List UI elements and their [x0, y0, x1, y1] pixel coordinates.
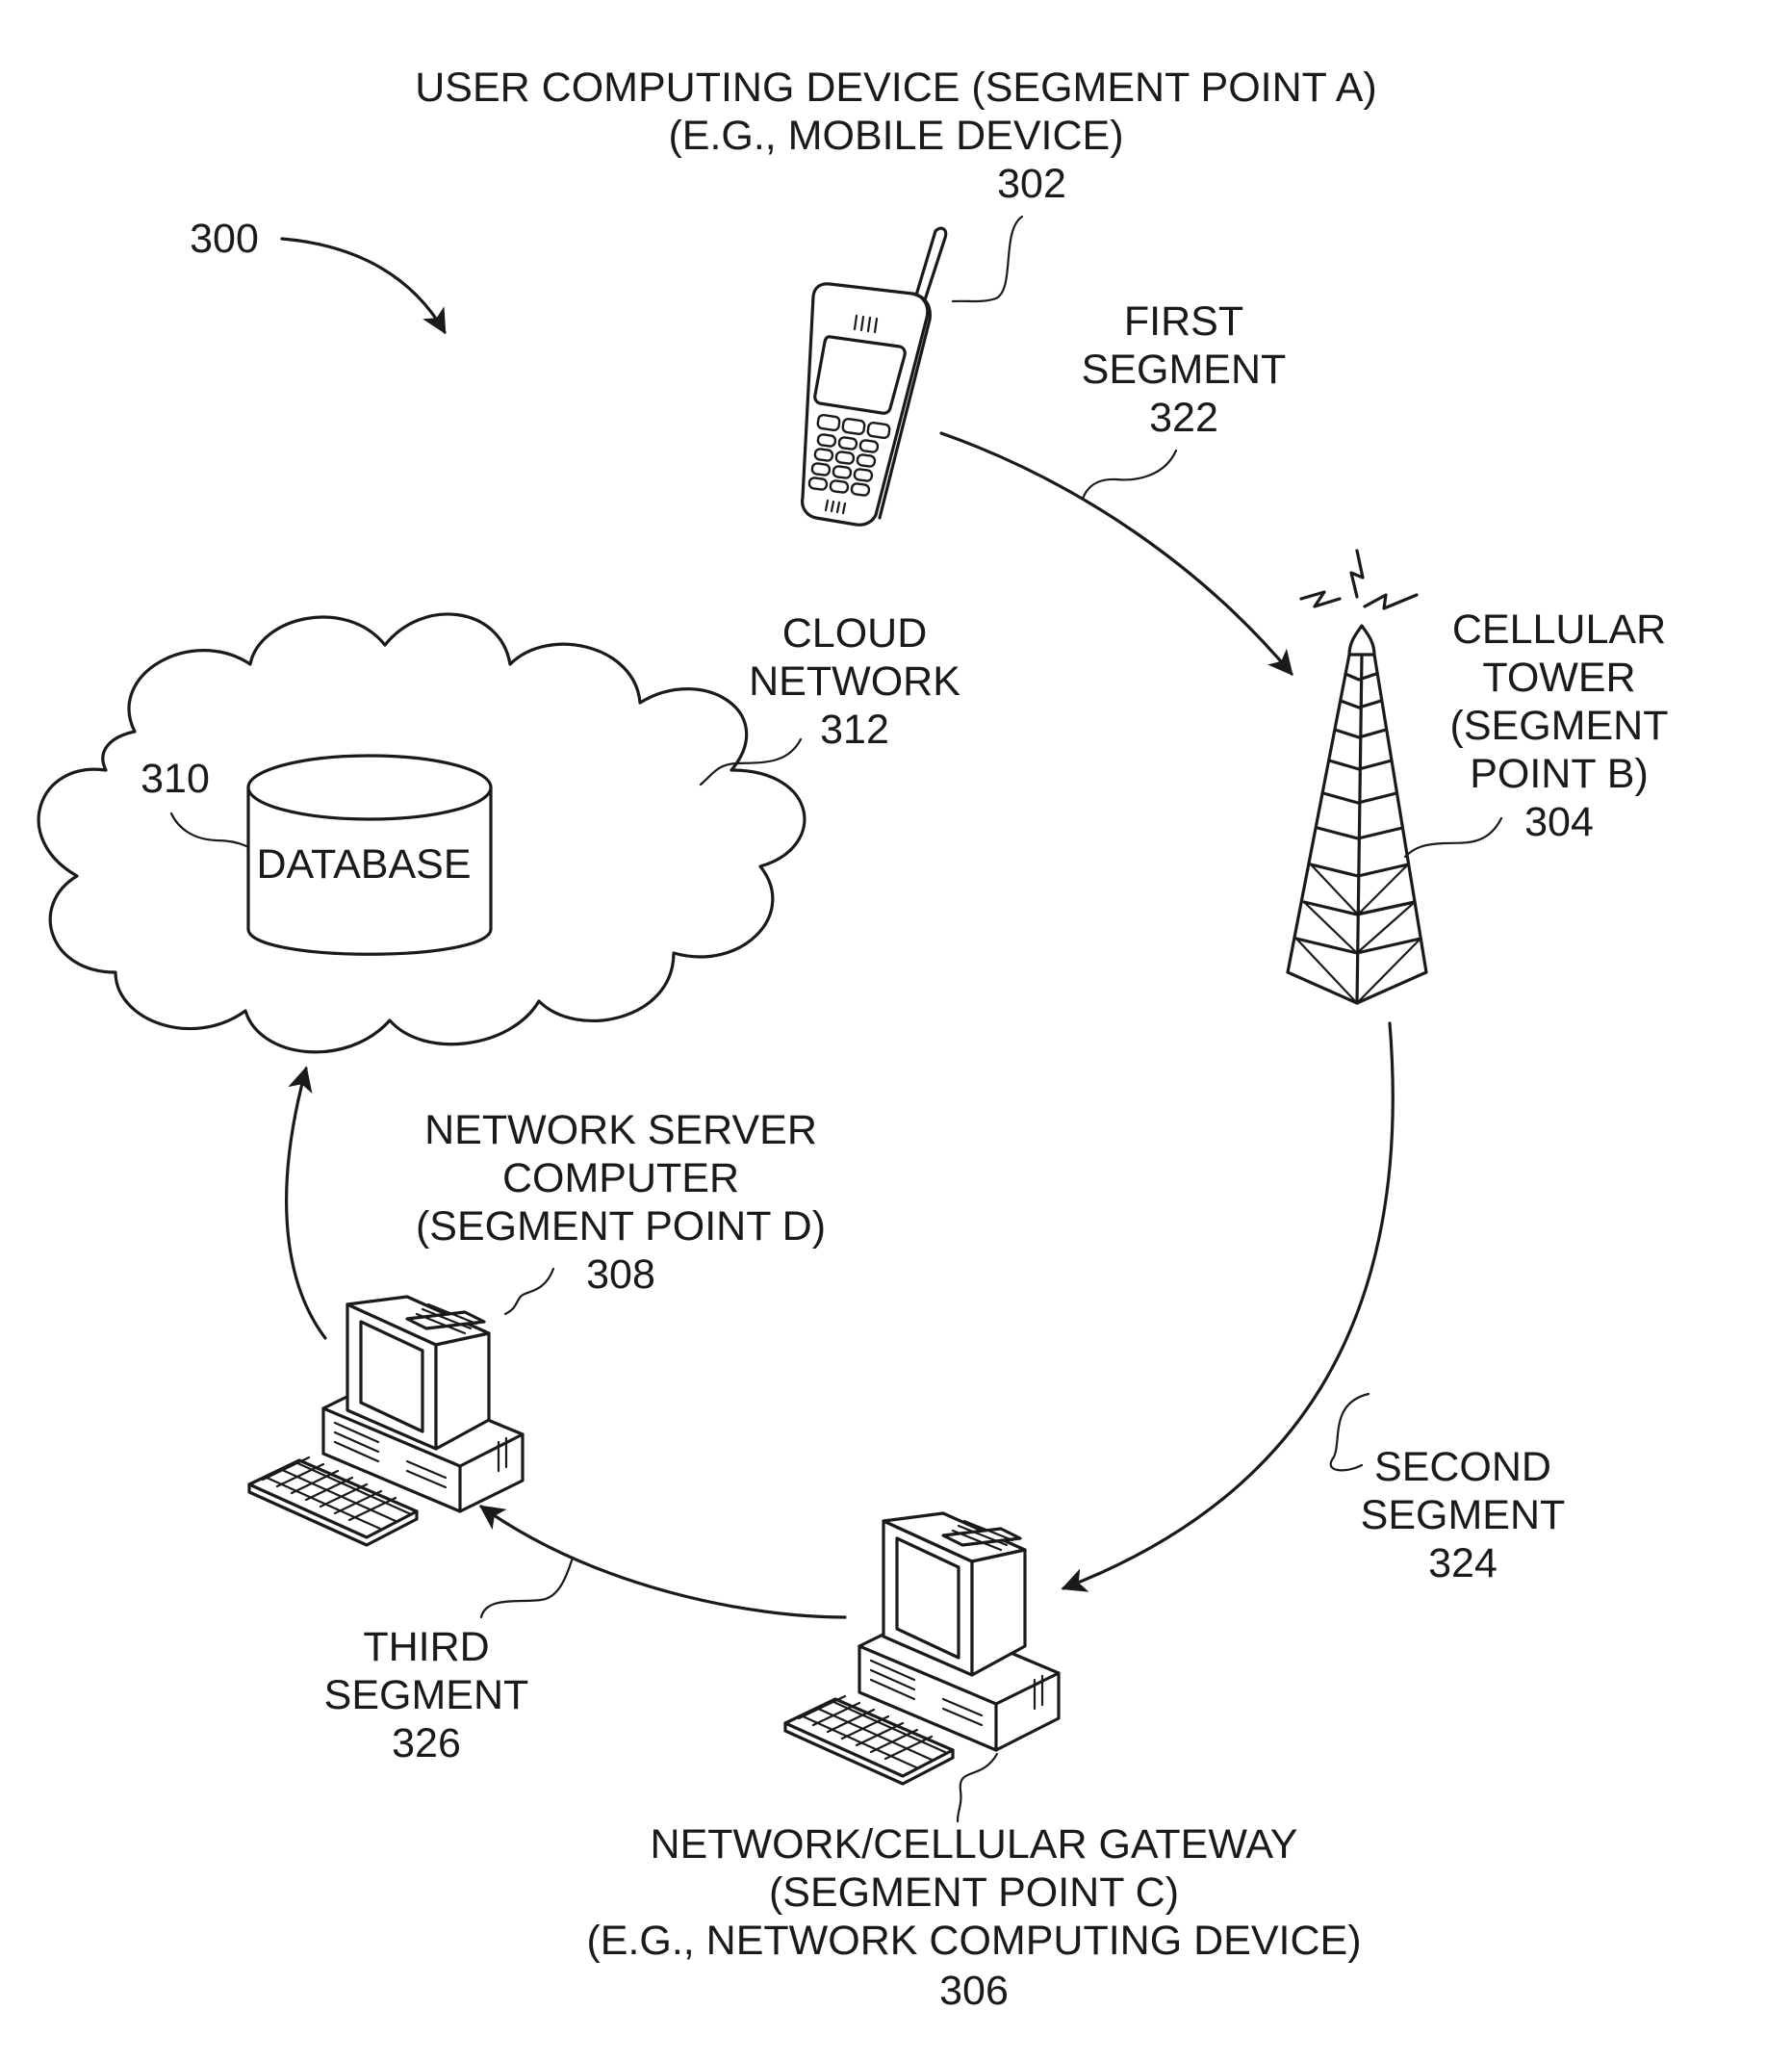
network-server-leader: [505, 1269, 553, 1314]
gateway-line1: NETWORK/CELLULAR GATEWAY: [651, 1821, 1298, 1868]
figure-ref-arrow: [282, 239, 445, 332]
third-segment-line2: SEGMENT: [324, 1672, 529, 1718]
third-segment-label: THIRD SEGMENT 326: [324, 1558, 573, 1766]
cellular-tower-leader: [1405, 818, 1501, 857]
cellular-tower-icon: [1288, 551, 1426, 1003]
first-segment-label: FIRST SEGMENT 322: [1082, 298, 1287, 499]
user-device-leader: [953, 217, 1022, 301]
network-server-line1: NETWORK SERVER: [424, 1107, 817, 1153]
gateway-line3: (E.G., NETWORK COMPUTING DEVICE): [586, 1918, 1361, 1964]
cellular-tower-line4: POINT B): [1470, 751, 1649, 797]
network-server-line3: (SEGMENT POINT D): [416, 1203, 826, 1250]
cellular-tower-line3: (SEGMENT: [1450, 703, 1669, 749]
third-segment-ref: 326: [392, 1720, 461, 1766]
second-segment-line1: SECOND: [1374, 1444, 1551, 1490]
cellular-tower-ref: 304: [1524, 799, 1594, 845]
gateway-ref: 306: [939, 1968, 1009, 2014]
second-segment-leader: [1331, 1394, 1369, 1470]
database-cylinder-icon: DATABASE: [248, 756, 491, 954]
database-label: DATABASE: [256, 841, 471, 888]
database-ref: 310: [141, 756, 210, 802]
second-segment-line2: SEGMENT: [1361, 1492, 1566, 1538]
third-segment-line1: THIRD: [363, 1624, 489, 1670]
network-server-label: NETWORK SERVER COMPUTER (SEGMENT POINT D…: [416, 1107, 826, 1314]
user-device-line1: USER COMPUTING DEVICE (SEGMENT POINT A): [415, 64, 1376, 111]
third-segment-leader: [481, 1558, 573, 1617]
first-segment-line1: FIRST: [1124, 298, 1243, 345]
server-to-cloud-arrow: [287, 1069, 325, 1338]
second-segment-arrow: [1063, 1023, 1393, 1588]
figure-reference: 300: [190, 216, 445, 332]
network-server-line2: COMPUTER: [502, 1155, 739, 1201]
mobile-phone-icon: [803, 228, 946, 525]
network-server-ref: 308: [586, 1251, 655, 1298]
first-segment-ref: 322: [1149, 395, 1218, 441]
first-segment-line2: SEGMENT: [1082, 347, 1287, 393]
gateway-leader: [958, 1754, 997, 1821]
cloud-network-line2: NETWORK: [749, 658, 960, 705]
second-segment-label: SECOND SEGMENT 324: [1331, 1394, 1566, 1586]
cellular-tower-line2: TOWER: [1482, 655, 1635, 701]
gateway-computer-icon: [785, 1513, 1059, 1784]
gateway-line2: (SEGMENT POINT C): [769, 1869, 1179, 1916]
cloud-network-line1: CLOUD: [782, 610, 928, 657]
cellular-tower-label: CELLULAR TOWER (SEGMENT POINT B) 304: [1405, 606, 1668, 857]
first-segment-leader: [1083, 451, 1176, 499]
user-device-ref: 302: [997, 161, 1066, 207]
user-device-label: USER COMPUTING DEVICE (SEGMENT POINT A) …: [415, 64, 1376, 301]
cloud-network-ref: 312: [820, 707, 889, 753]
gateway-label: NETWORK/CELLULAR GATEWAY (SEGMENT POINT …: [586, 1754, 1361, 2014]
cellular-tower-line1: CELLULAR: [1452, 606, 1666, 653]
user-device-line2: (E.G., MOBILE DEVICE): [668, 113, 1123, 159]
figure-ref-label: 300: [190, 216, 259, 262]
second-segment-ref: 324: [1428, 1540, 1498, 1586]
first-segment-arrow: [941, 433, 1292, 674]
